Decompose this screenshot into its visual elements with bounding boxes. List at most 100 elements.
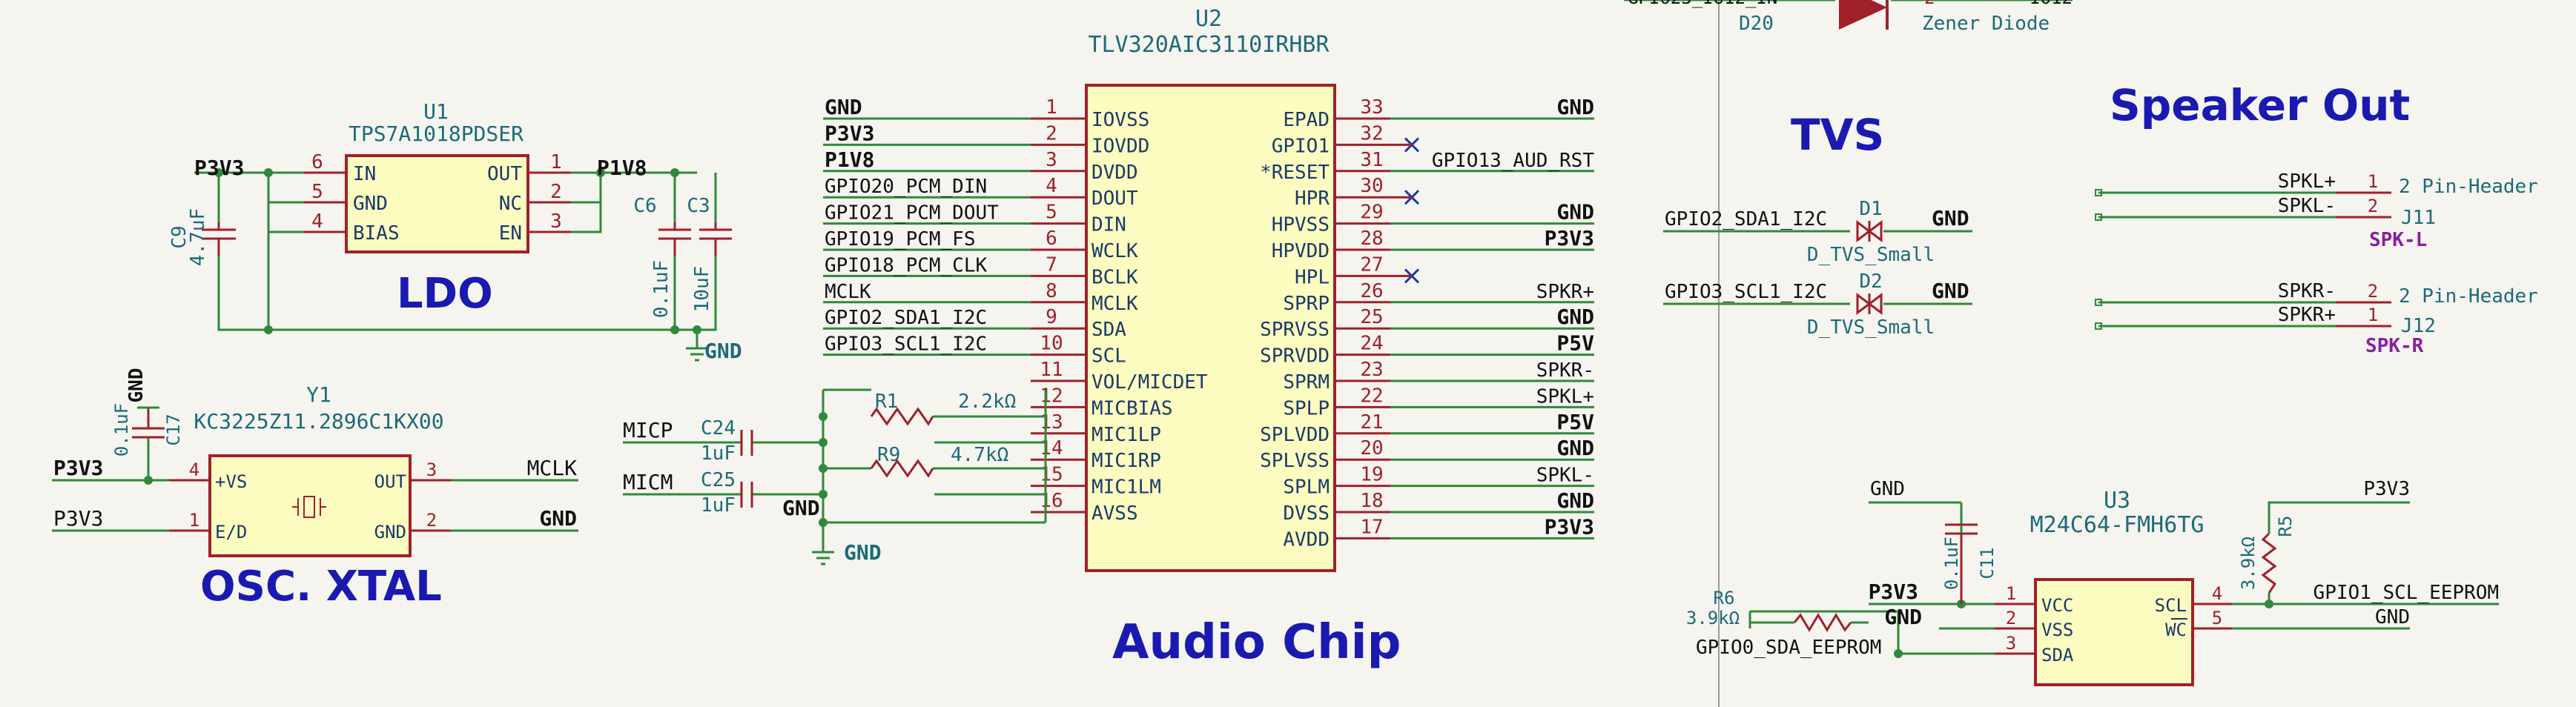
u2-pin-num: 25	[1360, 306, 1383, 328]
u2-pin-name: DOUT	[1092, 187, 1138, 210]
u3-pin-name: VCC	[2041, 595, 2073, 616]
u1-pin-num: 6	[311, 151, 323, 173]
u2-left-pins: 1IOVSSGND2IOVDDP3V33DVDDP1V84DOUTGPIO20_…	[823, 95, 1208, 525]
u3-pin-num: 4	[2212, 583, 2222, 604]
y1-pin-name: E/D	[215, 522, 247, 542]
u2-net-label: SPKL+	[1536, 385, 1594, 408]
u2-net-label: P3V3	[1545, 514, 1594, 539]
d20-ref: D20	[1739, 13, 1774, 35]
ldo-u1: U1 TPS7A1018PDSER 6 5 4 IN GND BIAS 1 2 …	[168, 99, 742, 363]
c3-ref: C3	[687, 195, 710, 217]
u2-pin-num: 7	[1046, 253, 1057, 276]
u2-pin-name: SPLP	[1283, 397, 1330, 419]
u2-net-label: GND	[1556, 95, 1594, 119]
u2-pin-name: VOL/MICDET	[1092, 371, 1208, 394]
u3-pin-num: 1	[2006, 583, 2016, 604]
y1-body	[208, 454, 412, 557]
u2-net-label: GPIO21_PCM_DOUT	[825, 202, 999, 225]
u2-net-label: GND	[1556, 488, 1594, 513]
d2-net: GPIO3_SCL1_I2C	[1665, 281, 1827, 303]
tvs-d2: GPIO3_SCL1_I2C GND D2 D_TVS_Small	[1663, 270, 1972, 339]
j11-value: 2 Pin-Header	[2399, 176, 2538, 198]
u2-net-label: GPIO3_SCL1_I2C	[825, 333, 987, 356]
u1-pin-num: 3	[550, 210, 562, 233]
u2-pin-num: 33	[1360, 96, 1383, 119]
u2-pin-num: 4	[1046, 175, 1057, 197]
c11-ref: C11	[1977, 547, 1998, 579]
u1-pin-num: 4	[311, 210, 323, 233]
u3-pin-name: WC	[2165, 620, 2187, 640]
u1-pin-num: 5	[311, 181, 323, 203]
u2-net-label: SPKR-	[1536, 359, 1594, 382]
u2-pin-name: *RESET	[1260, 162, 1330, 184]
u2-net-label: SPKR+	[1536, 281, 1594, 303]
r5-value: 3.9kΩ	[2238, 537, 2259, 590]
d2-value: D_TVS_Small	[1807, 316, 1935, 339]
c17-gnd: GND	[125, 368, 148, 403]
u2-pin-name: SPRVDD	[1260, 345, 1330, 368]
u2-pin-num: 11	[1040, 359, 1063, 381]
j12-ref: J12	[2401, 315, 2436, 337]
u2-pin-num: 1	[1046, 96, 1057, 119]
u2-pin-name: SPLVDD	[1260, 424, 1330, 446]
j11-pin-2: 2	[2368, 196, 2378, 216]
u3-net-vcc: P3V3	[1869, 580, 1918, 604]
c11-gnd: GND	[1870, 478, 1905, 500]
u2-pin-num: 28	[1360, 228, 1383, 250]
u2-pin-num: 3	[1046, 149, 1057, 171]
u2-pin-num: 15	[1040, 464, 1063, 486]
u1-pin-name: NC	[499, 193, 522, 215]
u2-pin-name: AVSS	[1092, 502, 1138, 525]
u2-net-label: GPIO13_AUD_RST	[1432, 150, 1594, 172]
j11-ref: J11	[2401, 207, 2436, 229]
y1-net-out: MCLK	[527, 456, 578, 480]
u2-pin-num: 17	[1360, 516, 1383, 538]
u3-pin-num: 2	[2006, 608, 2016, 628]
u2-body	[1085, 84, 1336, 572]
u2-pin-name: MCLK	[1092, 293, 1138, 315]
u1-pin-name: OUT	[487, 163, 522, 185]
u2-pin-num: 14	[1040, 437, 1063, 459]
u1-gnd-label: GND	[704, 339, 742, 363]
d20-net-right: IO12	[2030, 0, 2073, 8]
u2-pin-name: MIC1LM	[1092, 477, 1161, 499]
c25-ref: C25	[701, 469, 736, 491]
u1-pin-name: EN	[499, 222, 522, 245]
c24-ref: C24	[701, 417, 736, 439]
u2-pin-name: SPRM	[1283, 371, 1330, 394]
j11-label: SPK-L	[2369, 229, 2427, 251]
r5-net: P3V3	[2363, 478, 2410, 500]
u3-net-vss: GND	[1884, 605, 1922, 629]
header-j12: SPKR- SPKR+ 2 1 2 Pin-Header J12 SPK-R	[2095, 280, 2538, 357]
u2-net-label: MCLK	[825, 281, 871, 303]
u2-net-label: P1V8	[825, 147, 874, 172]
u2-net-label: GND	[1556, 305, 1594, 329]
u3-net-scl: GPIO1_SCL_EEPROM	[2314, 582, 2499, 604]
u2-pin-num: 30	[1360, 175, 1383, 197]
u2-pin-num: 23	[1360, 359, 1383, 381]
y1-pin-num: 4	[189, 459, 199, 480]
u2-pin-num: 18	[1360, 490, 1383, 512]
u2-pin-name: MICBIAS	[1092, 397, 1173, 419]
u2-pin-name: SPRP	[1283, 293, 1330, 315]
y1-net-gnd: GND	[539, 506, 577, 531]
section-title-speaker: Speaker Out	[2110, 80, 2410, 130]
mic-net-p: MICP	[623, 418, 673, 442]
r6-value: 3.9kΩ	[1686, 608, 1740, 628]
u2-pin-num: 32	[1360, 122, 1383, 145]
u2-net-label: P5V	[1556, 410, 1594, 434]
u2-pin-name: SCL	[1092, 345, 1126, 368]
d1-net: GPIO2_SDA1_I2C	[1665, 208, 1827, 230]
j12-net-2: SPKR-	[2278, 280, 2336, 302]
u1-ref: U1	[423, 99, 449, 124]
r1-value: 2.2kΩ	[958, 391, 1016, 413]
u2-pin-num: 10	[1040, 333, 1063, 355]
j11-pin-1: 1	[2368, 171, 2378, 192]
d20-pin: 2	[1924, 0, 1935, 8]
u2-pin-name: BCLK	[1092, 266, 1138, 288]
mic-gnd-label: GND	[782, 496, 820, 520]
oscillator-y1: Y1 KC3225Z11.2896C1KX00 4 1 +VS E/D 3 2 …	[52, 368, 578, 557]
u2-pin-num: 24	[1360, 333, 1383, 355]
u2-pin-name: SPLM	[1283, 477, 1330, 499]
